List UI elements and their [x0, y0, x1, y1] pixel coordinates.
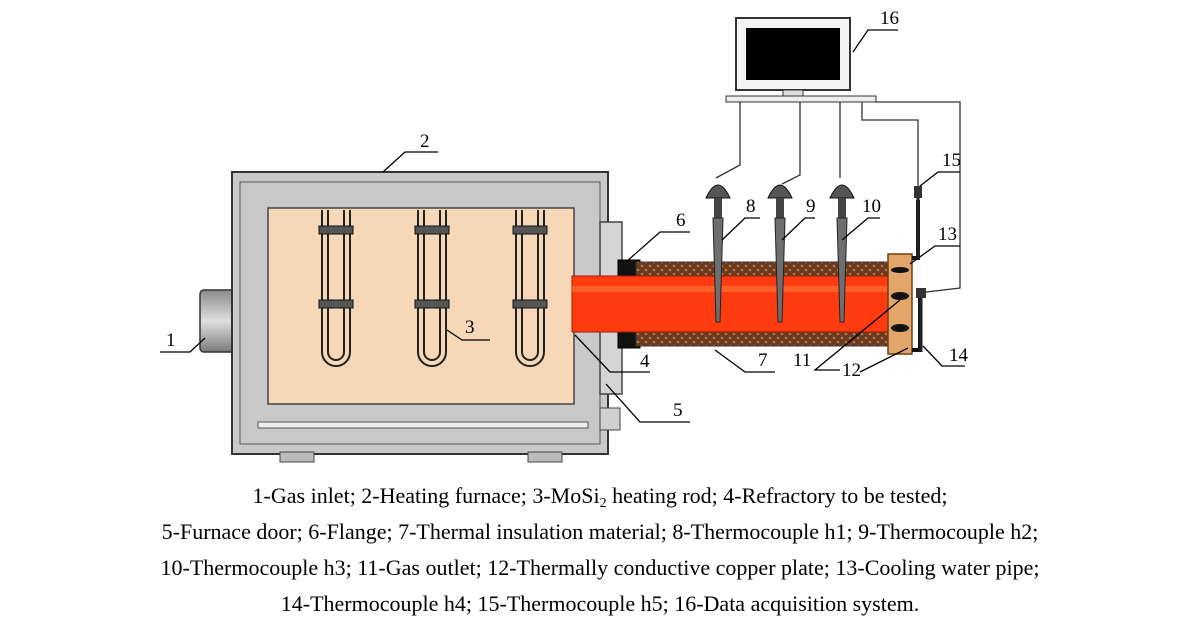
heating-rod-2	[414, 210, 450, 367]
experimental-setup-diagram: 1 2 3 4 5 6 7 8 9 10 11 12 13 14 15 16	[160, 8, 969, 463]
label-3: 3	[465, 317, 475, 338]
label-1: 1	[166, 330, 176, 351]
signal-wires	[715, 101, 961, 293]
heating-rod-3	[512, 210, 548, 367]
caption-line-2: 5-Furnace door; 6-Flange; 7-Thermal insu…	[161, 519, 1039, 544]
label-4: 4	[640, 351, 650, 372]
label-9: 9	[806, 196, 816, 217]
label-8: 8	[746, 196, 756, 217]
gas-outlet-port	[891, 292, 909, 300]
data-acquisition-monitor	[725, 17, 877, 103]
thermocouple-h2	[767, 184, 793, 323]
furnace-foot-left	[279, 451, 315, 463]
label-16: 16	[880, 8, 899, 29]
label-7: 7	[758, 350, 768, 371]
cooling-water-port	[891, 267, 909, 273]
caption-line-4: 14-Thermocouple h4; 15-Thermocouple h5; …	[280, 591, 920, 616]
mosi2-heating-rods	[318, 210, 548, 367]
label-10: 10	[862, 196, 881, 217]
thermocouple-h1	[705, 184, 731, 323]
label-2: 2	[420, 131, 430, 152]
label-6: 6	[676, 210, 686, 231]
leader-lines	[160, 29, 965, 423]
label-12: 12	[842, 360, 861, 381]
thermocouples-h1-h3	[705, 184, 855, 323]
monitor-desk	[725, 95, 877, 103]
label-11: 11	[793, 350, 811, 371]
gas-outlet-port	[891, 324, 909, 332]
thermocouple-h4	[916, 288, 926, 352]
refractory-sample	[571, 275, 891, 333]
caption-line-1-a: 1-Gas inlet; 2-Heating furnace; 3-MoSi	[252, 483, 600, 508]
caption-subscript: 2	[599, 496, 607, 511]
caption-line-3: 10-Thermocouple h3; 11-Gas outlet; 12-Th…	[160, 555, 1040, 580]
refractory-highlight	[572, 286, 890, 292]
label-14: 14	[949, 345, 969, 366]
furnace-base-rail	[257, 421, 589, 429]
caption-line-1: 1-Gas inlet; 2-Heating furnace; 3-MoSi2 …	[0, 478, 1200, 514]
monitor-screen	[746, 28, 840, 80]
label-5: 5	[673, 400, 683, 421]
heating-furnace	[231, 171, 609, 463]
label-15: 15	[942, 150, 961, 171]
caption-line-1-b: heating rod; 4-Refractory to be tested;	[606, 483, 948, 508]
figure-caption: 1-Gas inlet; 2-Heating furnace; 3-MoSi2 …	[0, 478, 1200, 622]
label-13: 13	[938, 224, 957, 245]
furnace-foot-right	[527, 451, 563, 463]
thermocouple-h5	[914, 186, 922, 258]
heating-rod-1	[318, 210, 354, 367]
thermocouple-h3	[829, 184, 855, 323]
